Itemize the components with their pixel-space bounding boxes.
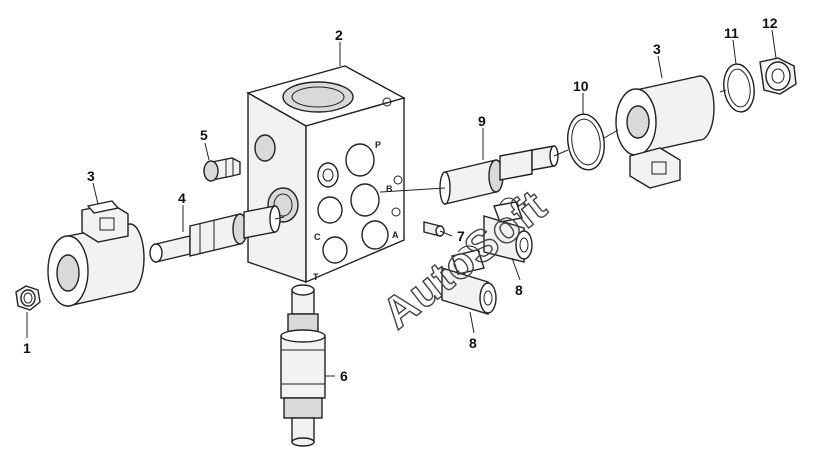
small-plug: [423, 221, 445, 237]
left-solenoid-coil: [47, 200, 145, 307]
cartridge-valve-left: [149, 205, 281, 263]
callout-8-upper: 8: [515, 282, 523, 298]
callout-5: 5: [200, 127, 208, 143]
leader-lines: [26, 29, 777, 377]
right-solenoid-coil: [615, 75, 715, 189]
callout-7: 7: [457, 228, 465, 244]
solenoid-valve-lower: [441, 245, 497, 315]
port-letter-p: P: [375, 140, 381, 150]
assembly-axis-lines: [274, 89, 727, 220]
port-letter-a: A: [392, 230, 399, 240]
callout-3-right: 3: [653, 41, 661, 57]
callout-3-left: 3: [87, 168, 95, 184]
callout-12: 12: [762, 15, 778, 31]
nut-12: [759, 57, 797, 95]
callout-1: 1: [23, 340, 31, 356]
port-letter-c: C: [314, 232, 321, 242]
callout-8-lower: 8: [469, 335, 477, 351]
plug: [203, 157, 241, 182]
valve-block: [246, 65, 406, 284]
solenoid-valve-upper: [483, 197, 533, 263]
callout-2: 2: [335, 27, 343, 43]
cartridge-valve-right: [439, 145, 559, 205]
port-letter-t: T: [313, 272, 319, 282]
o-ring-11: [723, 63, 755, 113]
callout-10: 10: [573, 78, 589, 94]
nut: [15, 285, 41, 311]
relief-valve-bottom: [280, 284, 326, 447]
callout-6: 6: [340, 368, 348, 384]
callout-labels: 1 2 3 3 4 5 6 7 8 8 9 10 11 12: [23, 15, 778, 384]
port-letters: P A B C T: [313, 140, 399, 282]
o-ring-10: [567, 113, 605, 171]
port-letter-b: B: [386, 184, 393, 194]
callout-4: 4: [178, 190, 186, 206]
callout-9: 9: [478, 113, 486, 129]
callout-11: 11: [724, 25, 739, 41]
